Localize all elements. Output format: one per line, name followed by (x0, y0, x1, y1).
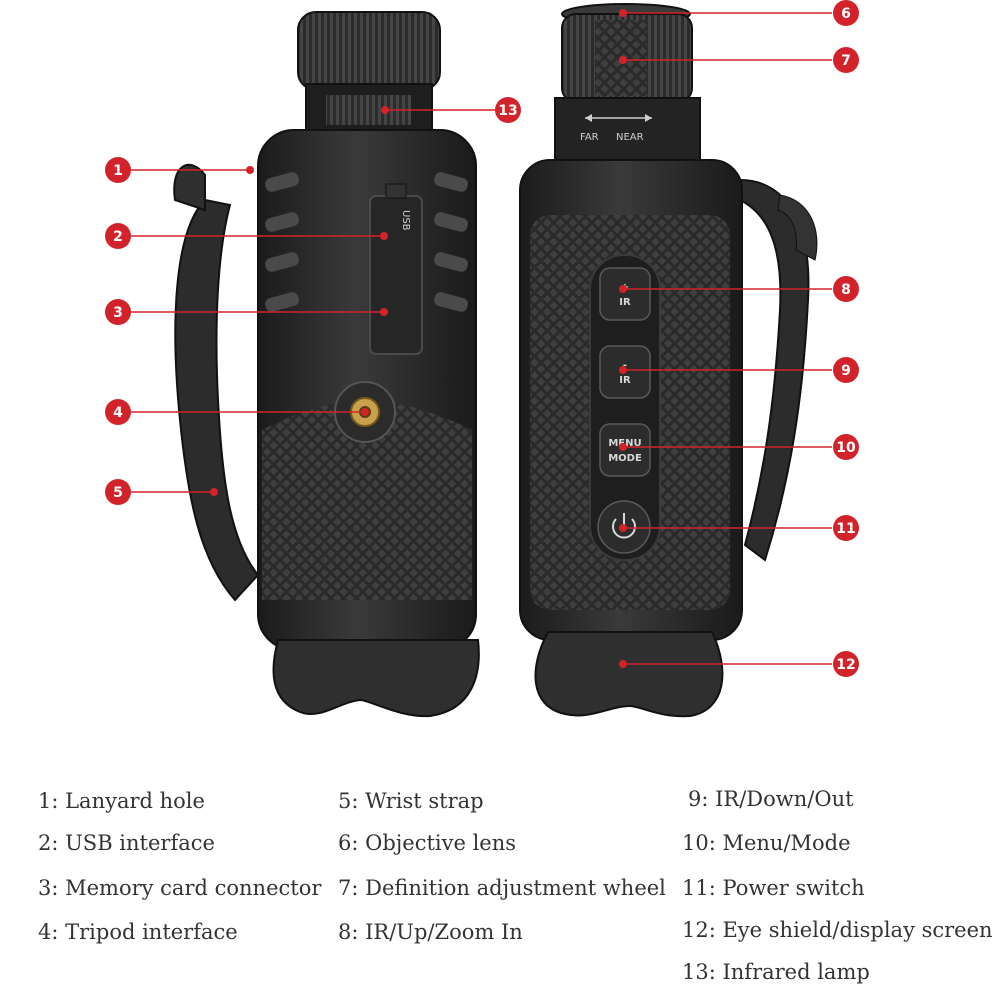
button-9-line2: IR (619, 375, 631, 386)
legend-item-5: 5: Wrist strap (338, 789, 484, 813)
legend-item-2: 2: USB interface (38, 831, 215, 855)
legend-item-11: 11: Power switch (682, 876, 865, 900)
button-10-line2: MODE (608, 453, 642, 464)
legend-item-8: 8: IR/Up/Zoom In (338, 920, 523, 944)
right-device-view: FAR NEAR + IR - IR MENU MODE (519, 3, 818, 718)
lanyard-loop-shape (173, 163, 206, 212)
callout-13: 13 (495, 97, 521, 123)
callout-5: 5 (105, 479, 131, 505)
callout-dots (210, 9, 627, 668)
legend-item-7: 7: Definition adjustment wheel (338, 876, 666, 900)
callout-6: 6 (833, 0, 859, 26)
svg-text:10: 10 (836, 440, 856, 456)
svg-text:7: 7 (841, 53, 851, 69)
callout-10: 10 (833, 434, 859, 460)
svg-text:6: 6 (841, 6, 851, 22)
legend-item-9: 9: IR/Down/Out (688, 787, 854, 811)
left-device-view: USB (173, 11, 480, 718)
legend-item-3: 3: Memory card connector (38, 876, 322, 900)
button-panel (589, 254, 661, 561)
left-top-cap (297, 11, 441, 91)
legend-item-10: 10: Menu/Mode (682, 831, 851, 855)
svg-text:5: 5 (113, 485, 123, 501)
svg-text:9: 9 (841, 363, 851, 379)
right-eye-shield (534, 631, 724, 718)
svg-text:12: 12 (836, 657, 855, 673)
focus-collar (554, 97, 701, 163)
power-icon (612, 513, 636, 539)
svg-text:3: 3 (113, 305, 123, 321)
far-label: FAR (580, 132, 599, 143)
button-8-line2: IR (619, 297, 631, 308)
svg-text:11: 11 (836, 521, 855, 537)
near-label: NEAR (616, 132, 644, 143)
svg-text:2: 2 (113, 229, 123, 245)
wrist-strap-shape (174, 198, 260, 602)
callout-2: 2 (105, 223, 131, 249)
svg-text:13: 13 (498, 103, 517, 119)
legend-item-13: 13: Infrared lamp (682, 960, 870, 984)
legend: 1: Lanyard hole 2: USB interface 3: Memo… (0, 770, 1000, 1000)
legend-item-4: 4: Tripod interface (38, 920, 238, 944)
callout-1: 1 (105, 157, 131, 183)
callout-12: 12 (833, 651, 859, 677)
legend-item-12: 12: Eye shield/display screen (682, 918, 993, 942)
button-10-line1: MENU (608, 438, 641, 449)
callout-lines (130, 12, 832, 665)
callout-3: 3 (105, 299, 131, 325)
ir-up-zoom-in-button[interactable]: + IR (599, 267, 651, 321)
left-knurl-grip (262, 400, 472, 600)
svg-text:4: 4 (113, 405, 123, 421)
svg-text:1: 1 (113, 163, 123, 179)
left-eye-shield (272, 639, 480, 718)
callout-8: 8 (833, 276, 859, 302)
legend-item-1: 1: Lanyard hole (38, 789, 205, 813)
device-diagram: USB FAR NEAR + IR (105, 0, 859, 718)
usb-door (369, 195, 423, 355)
callout-4: 4 (105, 399, 131, 425)
legend-item-6: 6: Objective lens (338, 831, 517, 855)
callout-markers: 1 2 3 4 5 6 7 8 (105, 0, 859, 677)
callout-9: 9 (833, 357, 859, 383)
usb-label: USB (400, 210, 411, 231)
svg-text:8: 8 (841, 282, 851, 298)
button-9-line1: - (623, 360, 627, 371)
callout-11: 11 (833, 515, 859, 541)
callout-7: 7 (833, 47, 859, 73)
